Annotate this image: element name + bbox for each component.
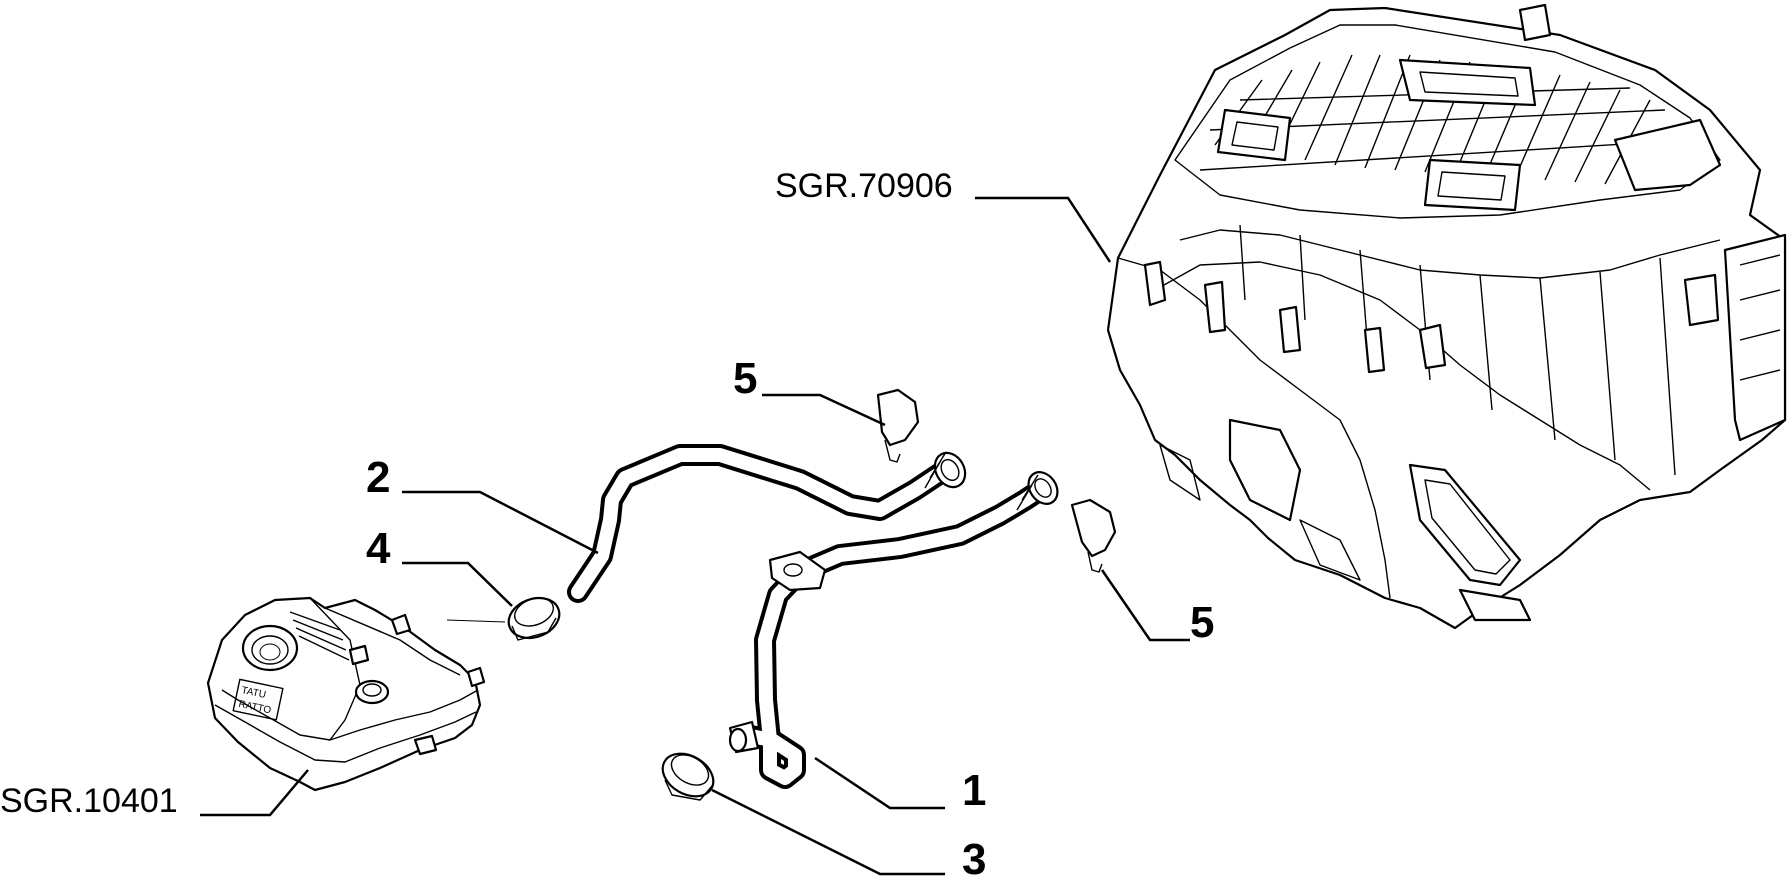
- clip-5-upper-drawing: [876, 388, 920, 463]
- heater-unit-drawing: [1106, 3, 1787, 630]
- clip-5-lower-drawing: [1070, 498, 1117, 573]
- leader-line-part-3: [711, 788, 945, 876]
- clamp-4-drawing: [507, 596, 561, 641]
- tank-stamp-line-1: TATU: [240, 685, 266, 701]
- part-label-3: 3: [962, 835, 986, 878]
- leader-line-sgr-70906: [975, 196, 1112, 263]
- leader-line-part-1: [814, 756, 945, 810]
- leader-line-part-2: [402, 490, 599, 555]
- leader-line-part-4: [402, 561, 513, 607]
- part-label-5-upper: 5: [733, 354, 757, 403]
- leader-line-sgr-10401: [200, 769, 309, 817]
- part-label-4: 4: [366, 524, 391, 573]
- part-label-5-lower: 5: [1190, 598, 1214, 647]
- ref-label-heater-unit: SGR.70906: [775, 167, 953, 205]
- part-label-1: 1: [962, 766, 986, 815]
- clamp-3-drawing: [661, 752, 715, 801]
- tank-stamp: TATU RATTO: [232, 678, 284, 721]
- leader-line-part-5-lower: [1100, 569, 1190, 642]
- ref-label-expansion-tank: SGR.10401: [0, 782, 178, 820]
- part-label-2: 2: [366, 453, 390, 502]
- hose-2-drawing: [567, 444, 967, 603]
- leader-line-part-5-upper: [762, 393, 886, 427]
- expansion-tank-drawing: TATU RATTO: [206, 596, 486, 792]
- alignment-line: [446, 619, 506, 623]
- pipe-1-drawing: [728, 471, 1059, 789]
